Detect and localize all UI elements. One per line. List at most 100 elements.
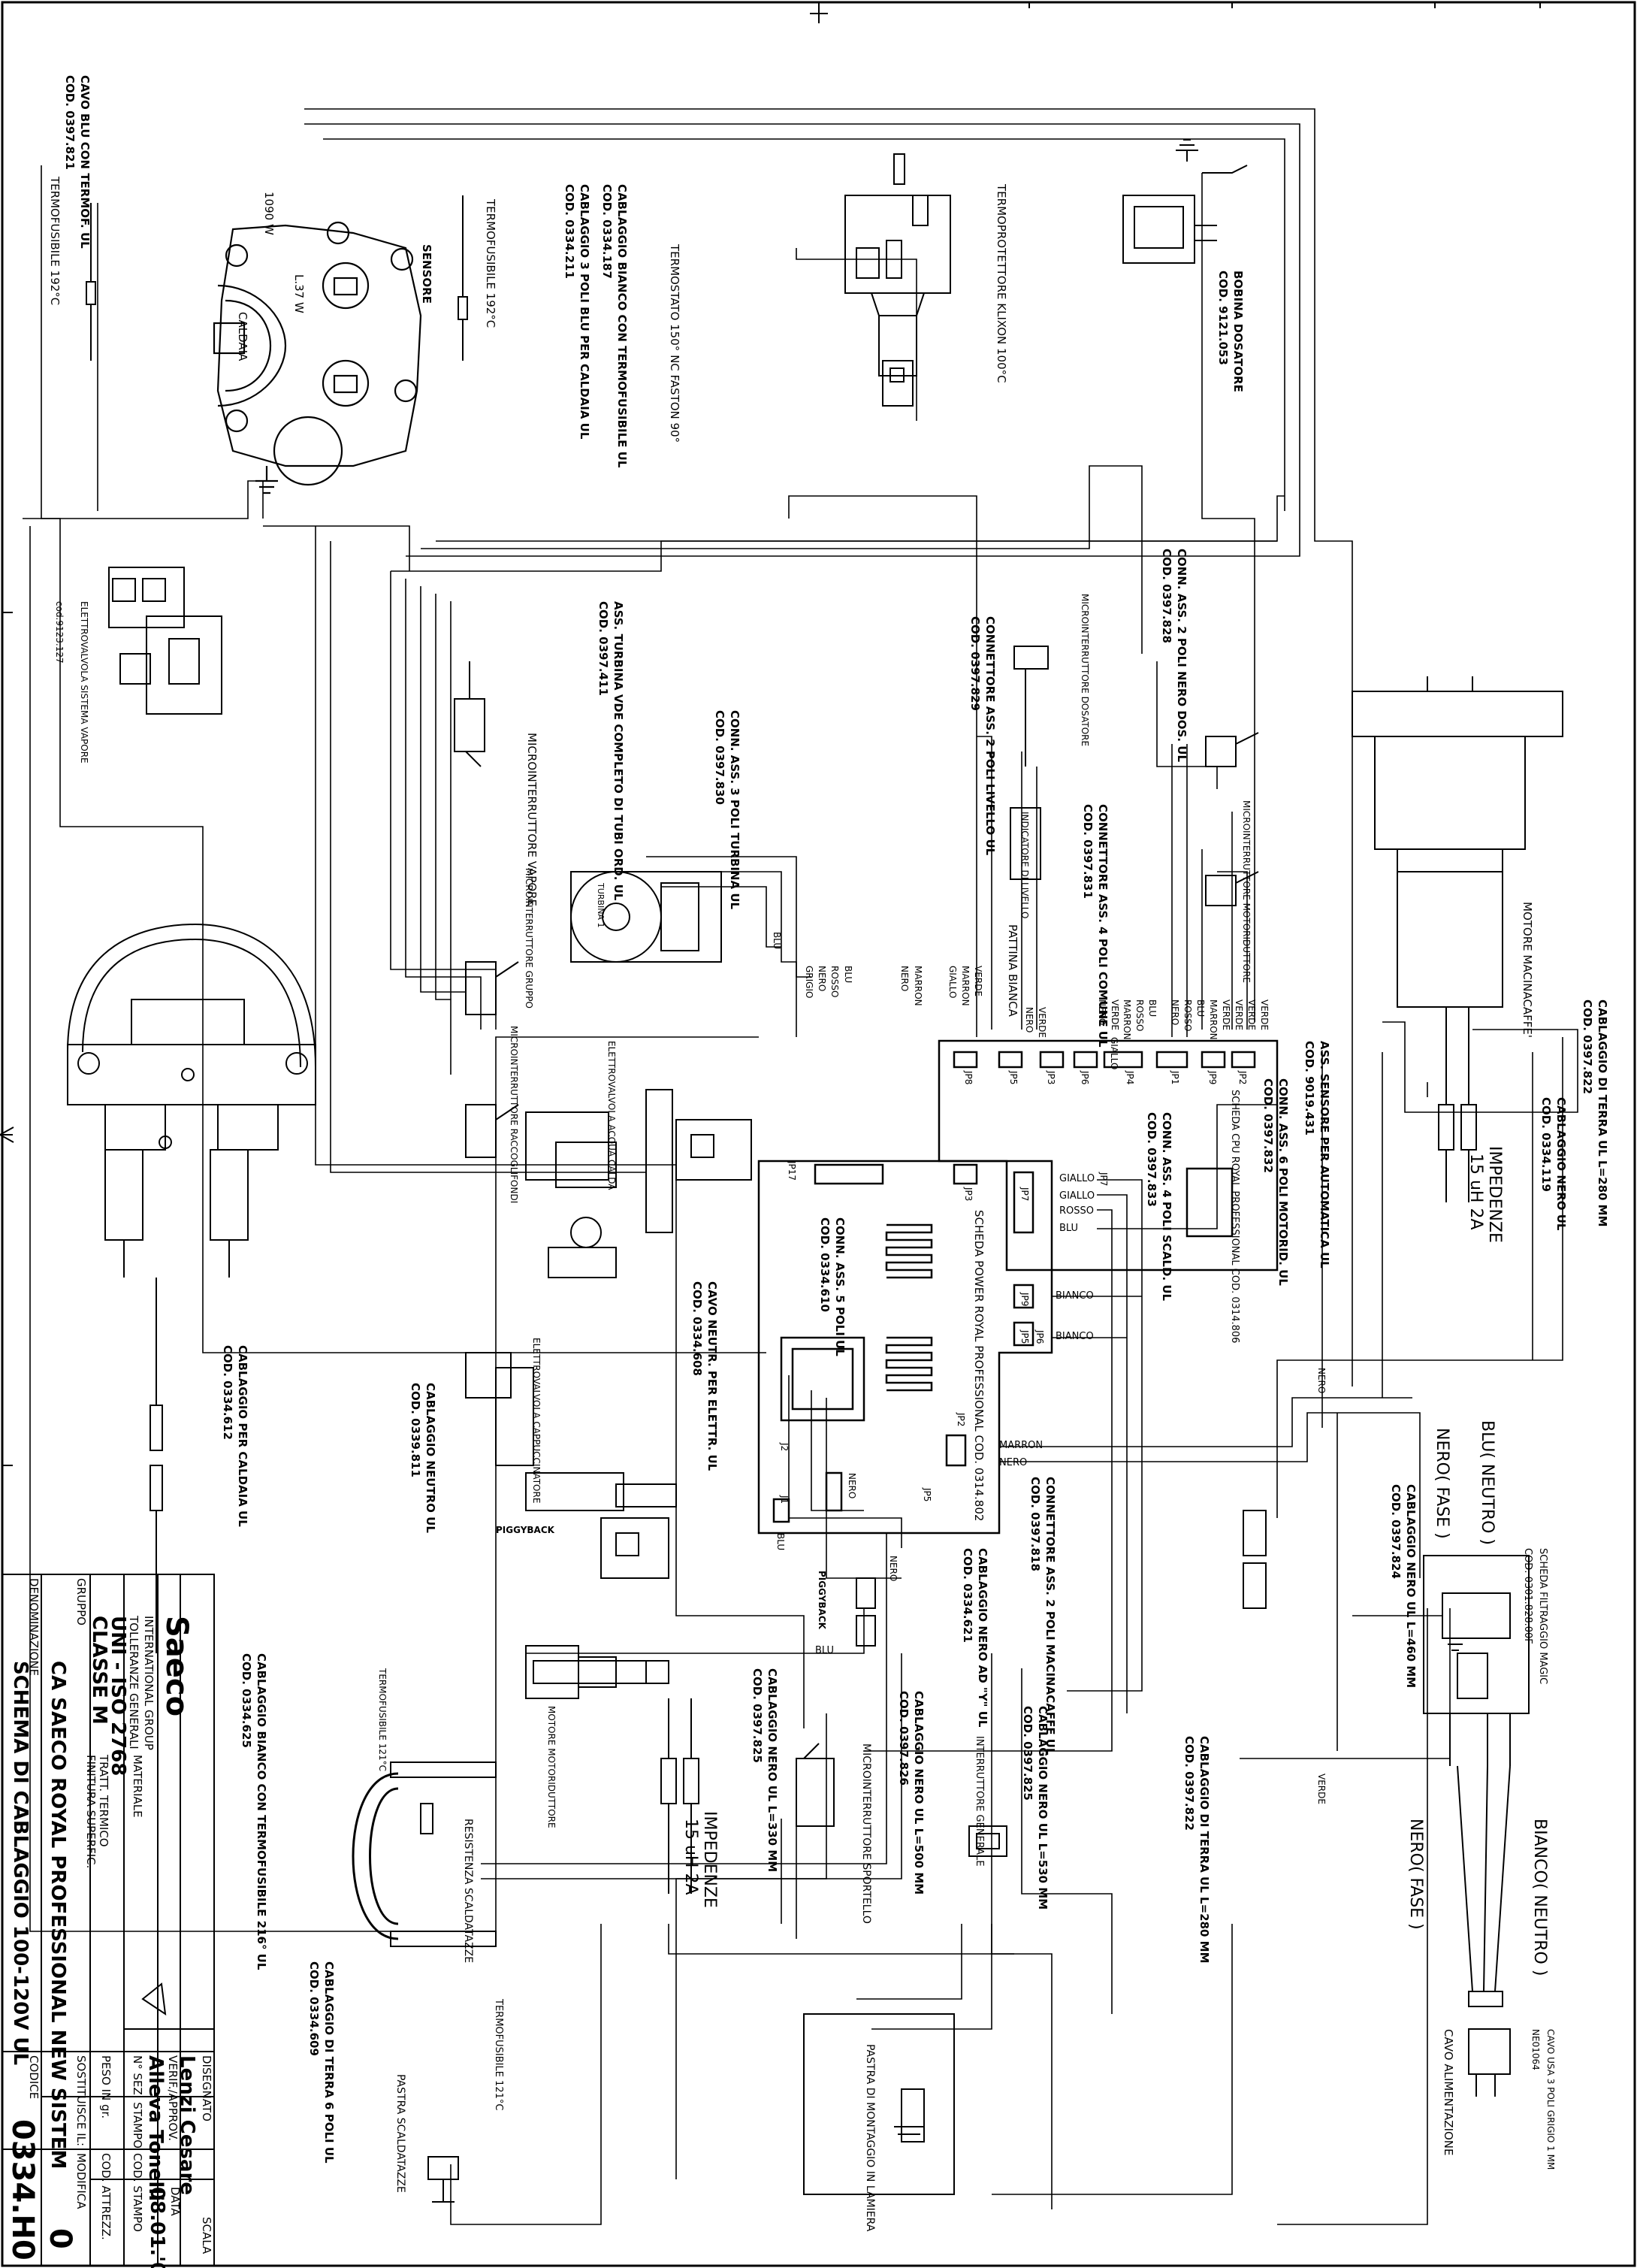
wire-nero-2: NERO (847, 1473, 857, 1499)
codice-value: 0334.H0 (5, 2119, 40, 2260)
cablaggio-nero-l460-code: COD. 0397.824 (1389, 1484, 1403, 1579)
wire-blu-4: BLU (815, 1645, 835, 1656)
wire-nero-3: NERO (888, 1556, 899, 1582)
jp8: JP8 (963, 1071, 974, 1085)
ass-turbina-code: COD. 0397.411 (597, 601, 610, 696)
termofusibile-192-a: TERMOFUSIBILE 192°C (48, 177, 62, 306)
motore-macinacaffe (1352, 676, 1563, 1008)
codice-tail: 0 (43, 2228, 77, 2249)
bobina-code: COD. 9121.053 (1216, 271, 1230, 365)
power-jp5: JP5 (1019, 1330, 1030, 1344)
wire-nero: NERO (999, 1457, 1028, 1468)
jp3: JP3 (1046, 1071, 1056, 1085)
micro-dosatore (1013, 646, 1049, 767)
conn-5poli-label: CONN. ASS. 5 POLI UL (833, 1217, 847, 1356)
cablaggio-bianco-216-code: COD. 0334.625 (240, 1653, 253, 1748)
wire-blu-5: BLU (843, 966, 853, 984)
cablaggio-bianco-code: COD. 0334.187 (600, 184, 614, 279)
connettore-2poli-livello-code: COD. 0397.829 (968, 616, 982, 711)
cablaggio-terra-l280b-code: COD. 0397.822 (1182, 1736, 1196, 1831)
cavo-alimentazione-label: CAVO ALIMENTAZIONE (1442, 2029, 1455, 2156)
finitura-label: FINITURA SUPERFIC. (84, 1755, 98, 1869)
denominazione-value: SCHEMA DI CABLAGGIO 100-120V UL (9, 1661, 32, 2066)
ass-sensore-code: COD. 9019.431 (1303, 1041, 1316, 1136)
nero-fase-b-label: NERO( FASE ) (1406, 1819, 1425, 1930)
jp9: JP9 (1207, 1071, 1218, 1085)
modifica-label: MODIFICA (74, 2153, 88, 2209)
cavo-neutr-code: COD. 0334.608 (690, 1281, 704, 1376)
gruppo-brew-unit (67, 923, 316, 1278)
jp2: JP2 (1237, 1071, 1248, 1085)
cavo-neutr-label: CAVO NEUTR. PER ELETTR. UL (705, 1281, 719, 1471)
data-value: 08.01.'0 (146, 2187, 168, 2268)
elettrovalvola-vapore-label: ELETTROVALVOLA SISTEMA VAPORE (79, 601, 89, 764)
disegnato-value: Lenzi Cesare (176, 2055, 198, 2195)
cablaggio-terra-l280b-label: CABLAGGIO DI TERRA UL L=280 MM (1198, 1736, 1211, 1964)
motore-motoriduttore-label: MOTORE MOTORIDUTTORE (546, 1706, 557, 1828)
micro-gruppo-label: MICROINTERRUTTORE GRUPPO (524, 868, 534, 1009)
impedenze-a-value: 15 uH 2A (1466, 1154, 1485, 1230)
scheda-power-label: SCHEDA POWER ROYAL PROFESSIONAL COD. 031… (972, 1210, 986, 1522)
power-j1: J1 (779, 1495, 790, 1504)
wire-blu-3: BLU (775, 1533, 786, 1551)
cablaggio-nero-l530-label: CABLAGGIO NERO UL L=530 MM (1036, 1706, 1050, 1910)
micro-gruppo (465, 961, 519, 1158)
jp1: JP1 (1170, 1071, 1180, 1085)
wire-nero-9: NERO (1170, 999, 1180, 1026)
impedenze-b-label: IMPEDENZE (700, 1811, 719, 1908)
wire-marron-3: MARRON (960, 966, 971, 1006)
cablaggio-nero-ad-code: COD. 0334.621 (961, 1548, 974, 1643)
title-block-frame (2, 1574, 215, 2266)
cablaggio-nero-l530-code: COD. 0397.825 (1021, 1706, 1034, 1801)
piggyback-b-label: PIGGYBACK (817, 1571, 827, 1629)
cablaggio-nero-ad-label: CABLAGGIO NERO AD "Y" UL (976, 1548, 989, 1728)
connettore-2poli-macinacaffe-code: COD. 0397.818 (1028, 1477, 1042, 1571)
n-stampo-label: N° SEZ. STAMPO (131, 2055, 144, 2149)
classe: CLASSE M (88, 1616, 110, 1725)
conn-6poli-code: COD. 0397.832 (1261, 1078, 1275, 1173)
scheda-filtraggio-code: COD. 0301.828.00F (1522, 1548, 1533, 1644)
wire-rosso-4: ROSSO (1182, 999, 1193, 1032)
data-label: DATA (168, 2187, 182, 2216)
wire-nero-8: NERO (1097, 999, 1107, 1026)
micro-dosatore-label: MICROINTERRUTTORE DOSATORE (1080, 594, 1090, 747)
wire-rosso-2: ROSSO (829, 966, 840, 998)
cablaggio-nero-l500-label: CABLAGGIO NERO UL L=500 MM (912, 1691, 926, 1895)
cablaggio-terra-l280-label: CABLAGGIO DI TERRA UL L=280 MM (1596, 999, 1609, 1227)
micro-raccoglifondi-label: MICROINTERRUTTORE RACCOGLIFONDI (509, 1026, 519, 1204)
bobina-label: BOBINA DOSATORE (1231, 271, 1245, 392)
cod-attrezz-label: COD. ATTREZZ. (99, 2153, 113, 2240)
wire-blu-2: BLU (772, 932, 782, 950)
conn-3poli-turbina-label: CONN. ASS. 3 POLI TURBINA UL (728, 710, 741, 910)
power-jp15: JP5 (922, 1488, 932, 1502)
pump-termoprotettore (844, 153, 951, 407)
jp7: JP7 (1098, 1172, 1109, 1187)
ass-turbina-label: ASS. TURBINA VDE COMPLETO DI TUBI ORD. U… (612, 601, 625, 901)
wire-verde-1: VERDE (973, 966, 983, 996)
cablaggio-nero-l500-code: COD. 0397.826 (897, 1691, 911, 1786)
cablaggio-terra-l280-code: COD. 0397.822 (1581, 999, 1594, 1094)
wire-marron-2: MARRON (913, 966, 923, 1006)
cablaggio-terra-6poli-label: CABLAGGIO DI TERRA 6 POLI UL (322, 1961, 336, 2164)
wire-blu-6: BLU (1147, 999, 1158, 1018)
impedenze-b-value: 15 uH 2A (681, 1819, 700, 1895)
micro-motoriduttore-label: MICROINTERRUTTORE MOTORIDUTTORE (1241, 800, 1252, 983)
caldaia-label: CALDAIA (236, 312, 249, 361)
pastra-scaldatazze (427, 2156, 459, 2203)
micro-vapore (454, 661, 485, 767)
cablaggio-3poli-code: COD. 0334.211 (563, 184, 576, 279)
cablaggio-neutro-label: CABLAGGIO NEUTRO UL (424, 1383, 437, 1533)
piggyback-a-label: PIGGYBACK (496, 1525, 554, 1535)
conn-2poli-nero-label: CONN. ASS. 2 POLI NERO DOS. UL (1175, 549, 1188, 763)
jp6: JP6 (1080, 1071, 1090, 1085)
conn-6poli-label: CONN. ASS. 6 POLI MOTORID. UL (1276, 1078, 1290, 1286)
power-jp17: JP17 (787, 1161, 797, 1181)
wire-verde-6: VERDE (1246, 999, 1257, 1030)
cpu-connectors-row (953, 1051, 1256, 1069)
side-ticks (0, 612, 14, 1466)
interruttore-generale-label: INTERRUTTORE GENERALE (974, 1736, 985, 1867)
resistenza-scaldatazze (352, 1761, 497, 1947)
motore-macinacaffe-label: MOTORE MACINACAFFE' (1521, 902, 1534, 1039)
pastra-montaggio-label: PASTRA DI MONTAGGIO IN LAMIERA (864, 2044, 876, 2232)
